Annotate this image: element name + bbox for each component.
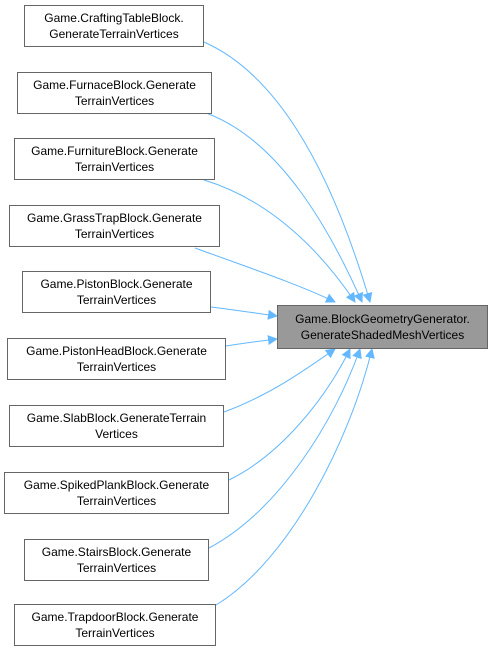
node-label-line2: Vertices <box>95 427 138 441</box>
edge-trapdoor <box>215 348 375 606</box>
node-trapdoor-block[interactable]: Game.TrapdoorBlock.Generate TerrainVerti… <box>14 604 216 646</box>
node-label-line2: TerrainVertices <box>74 160 155 174</box>
node-target-generate-shaded-mesh-vertices[interactable]: Game.BlockGeometryGenerator. GenerateSha… <box>277 305 488 349</box>
node-stairs-block[interactable]: Game.StairsBlock.Generate TerrainVertice… <box>24 539 209 581</box>
node-label-line1: Game.PistonBlock.Generate <box>40 277 193 291</box>
node-label-line1: Game.SlabBlock.GenerateTerrain <box>26 411 207 425</box>
node-label-line2: TerrainVertices <box>76 293 157 307</box>
node-crafting-table-block[interactable]: Game.CraftingTableBlock. GenerateTerrain… <box>24 5 204 47</box>
edge-furniture <box>203 179 356 303</box>
node-slab-block[interactable]: Game.SlabBlock.GenerateTerrain Vertices <box>9 405 224 447</box>
edge-furnace <box>205 112 363 303</box>
node-label-line1: Game.StairsBlock.Generate <box>41 545 192 559</box>
node-label-line1: Game.CraftingTableBlock. <box>44 11 184 25</box>
node-piston-block[interactable]: Game.PistonBlock.Generate TerrainVertice… <box>22 271 211 313</box>
node-label-line2: TerrainVertices <box>76 561 157 575</box>
node-piston-head-block[interactable]: Game.PistonHeadBlock.Generate TerrainVer… <box>7 338 226 380</box>
node-label-line2: TerrainVertices <box>76 360 157 374</box>
node-furnace-block[interactable]: Game.FurnaceBlock.Generate TerrainVertic… <box>17 72 212 114</box>
edge-slab <box>223 348 336 413</box>
node-furniture-block[interactable]: Game.FurnitureBlock.Generate TerrainVert… <box>14 138 215 180</box>
node-label-line1: Game.GrassTrapBlock.Generate <box>27 211 202 225</box>
node-label-line1: Game.FurnaceBlock.Generate <box>33 78 196 92</box>
node-label-line1: Game.SpikedPlankBlock.Generate <box>23 478 210 492</box>
edge-spiked-plank <box>228 348 351 481</box>
node-label-line2: TerrainVertices <box>74 227 155 241</box>
node-spiked-plank-block[interactable]: Game.SpikedPlankBlock.Generate TerrainVe… <box>4 472 229 514</box>
node-label-line2: TerrainVertices <box>76 494 157 508</box>
node-label-line2: TerrainVertices <box>75 626 155 640</box>
target-label-line1: Game.BlockGeometryGenerator. <box>295 312 470 326</box>
target-label-line2: GenerateShadedMeshVertices <box>300 328 465 342</box>
edge-piston <box>210 306 278 320</box>
node-label-line1: Game.TrapdoorBlock.Generate <box>31 610 199 624</box>
edge-piston-head <box>225 335 278 347</box>
node-grass-trap-block[interactable]: Game.GrassTrapBlock.Generate TerrainVert… <box>9 205 220 247</box>
edge-crafting-table <box>203 41 373 303</box>
edge-stairs <box>208 348 362 549</box>
node-label-line2: TerrainVertices <box>74 94 155 108</box>
node-label-line1: Game.PistonHeadBlock.Generate <box>26 344 207 358</box>
edge-grass-trap <box>194 247 336 303</box>
node-label-line2: GenerateTerrainVertices <box>49 27 179 41</box>
node-label-line1: Game.FurnitureBlock.Generate <box>31 144 198 158</box>
